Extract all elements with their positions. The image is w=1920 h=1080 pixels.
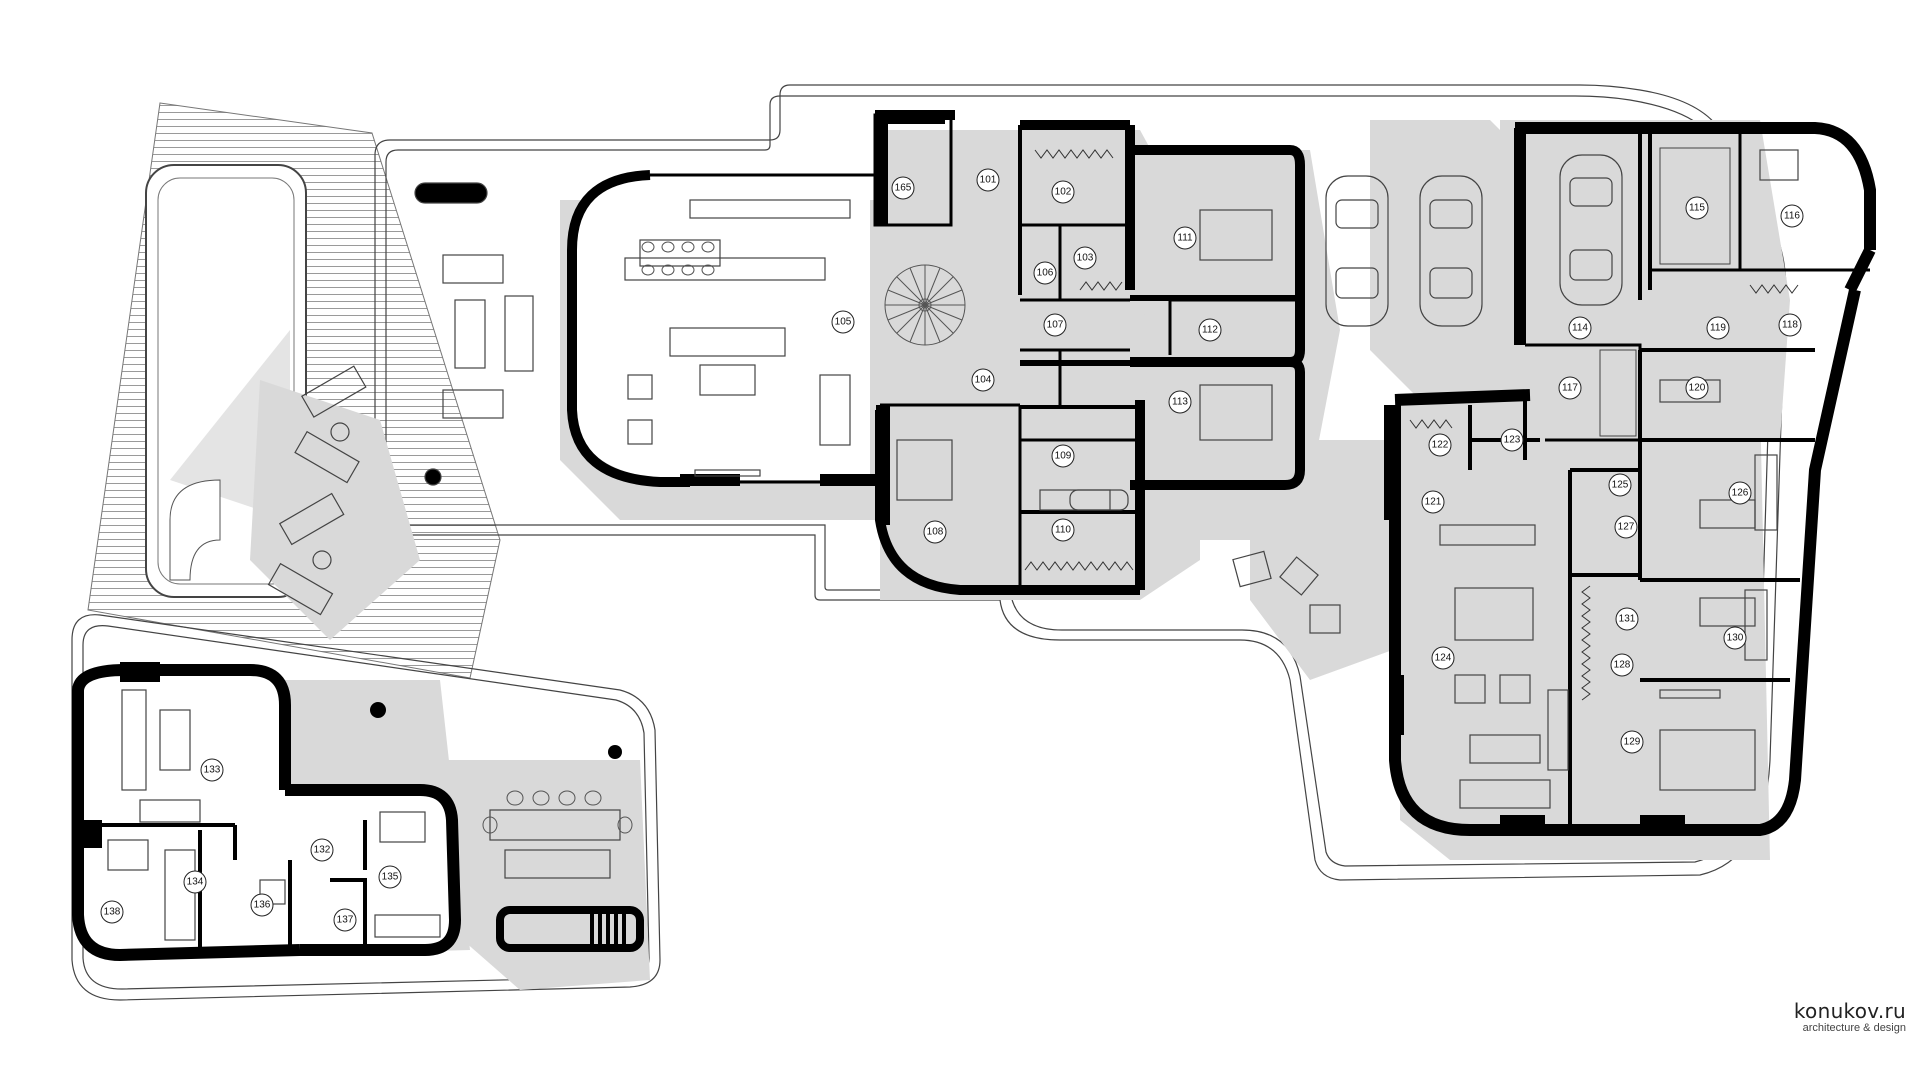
svg-text:128: 128 (1614, 660, 1631, 671)
room-tag-104: 104 (971, 368, 995, 392)
room-tag-119: 119 (1706, 316, 1730, 340)
brand-tagline: architecture & design (1802, 1022, 1906, 1034)
room-tag-112: 112 (1198, 318, 1222, 342)
svg-text:104: 104 (975, 375, 992, 386)
room-tag-121: 121 (1421, 490, 1445, 514)
room-tag-138: 138 (100, 900, 124, 924)
room-tag-131: 131 (1615, 607, 1639, 631)
svg-text:103: 103 (1077, 253, 1094, 264)
svg-text:129: 129 (1624, 737, 1641, 748)
room-tag-106: 106 (1033, 261, 1057, 285)
svg-text:102: 102 (1055, 187, 1072, 198)
svg-text:135: 135 (382, 872, 399, 883)
room-tag-108: 108 (923, 520, 947, 544)
room-tag-120: 120 (1685, 376, 1709, 400)
sw-pavilion (72, 662, 644, 962)
room-tag-122: 122 (1428, 433, 1452, 457)
room-tag-130: 130 (1723, 626, 1747, 650)
svg-text:117: 117 (1562, 383, 1578, 394)
svg-text:130: 130 (1727, 633, 1744, 644)
svg-text:134: 134 (187, 877, 204, 888)
room-tag-103: 103 (1073, 246, 1097, 270)
brand-name: konukov.ru (1793, 999, 1906, 1023)
svg-text:105: 105 (835, 317, 852, 328)
svg-text:107: 107 (1047, 320, 1064, 331)
room-tag-133: 133 (200, 758, 224, 782)
room-tag-109: 109 (1051, 444, 1075, 468)
terrace-furniture (267, 182, 534, 616)
room-tag-113: 113 (1168, 390, 1192, 414)
room-tag-129: 129 (1620, 730, 1644, 754)
room-tag-102: 102 (1051, 180, 1075, 204)
svg-text:112: 112 (1202, 325, 1218, 336)
svg-text:123: 123 (1504, 435, 1521, 446)
room-tag-124: 124 (1431, 646, 1455, 670)
room-tag-105: 105 (831, 310, 855, 334)
room-tag-114: 114 (1568, 316, 1592, 340)
main-house (567, 110, 1305, 595)
svg-text:126: 126 (1732, 488, 1749, 499)
patio-chairs (1232, 550, 1341, 634)
room-tag-165: 165 (891, 176, 915, 200)
svg-text:106: 106 (1037, 268, 1054, 279)
svg-text:122: 122 (1432, 440, 1449, 451)
svg-text:116: 116 (1784, 211, 1800, 222)
svg-text:121: 121 (1425, 497, 1442, 508)
room-tag-137: 137 (333, 908, 357, 932)
svg-text:138: 138 (104, 907, 121, 918)
svg-text:115: 115 (1689, 203, 1705, 214)
brand-credit: konukov.ru architecture & design (1794, 1000, 1906, 1035)
svg-text:108: 108 (927, 527, 944, 538)
parking-cars (1325, 175, 1483, 327)
room-tag-117: 117 (1558, 376, 1582, 400)
svg-text:137: 137 (337, 915, 354, 926)
svg-text:119: 119 (1710, 323, 1726, 334)
svg-text:124: 124 (1435, 653, 1452, 664)
room-tag-136: 136 (250, 893, 274, 917)
svg-text:127: 127 (1618, 522, 1635, 533)
svg-text:165: 165 (895, 183, 912, 194)
room-tag-132: 132 (310, 838, 334, 862)
east-house (1384, 122, 1876, 836)
svg-text:133: 133 (204, 765, 221, 776)
svg-text:111: 111 (1177, 233, 1193, 244)
room-tag-125: 125 (1608, 473, 1632, 497)
room-tag-135: 135 (378, 865, 402, 889)
room-tag-134: 134 (183, 870, 207, 894)
room-tag-111: 111 (1173, 226, 1197, 250)
room-tag-101: 101 (976, 168, 1000, 192)
room-tag-115: 115 (1685, 196, 1709, 220)
room-tag-123: 123 (1500, 428, 1524, 452)
room-tag-116: 116 (1780, 204, 1804, 228)
svg-text:125: 125 (1612, 480, 1629, 491)
svg-text:131: 131 (1619, 614, 1636, 625)
svg-text:109: 109 (1055, 451, 1072, 462)
room-tag-107: 107 (1043, 313, 1067, 337)
room-tag-118: 118 (1778, 313, 1802, 337)
room-tag-127: 127 (1614, 515, 1638, 539)
room-tags: 101 102 103 104 105 106 107 108 109 110 … (100, 168, 1804, 932)
svg-text:132: 132 (314, 845, 331, 856)
svg-text:113: 113 (1172, 397, 1188, 408)
room-tag-128: 128 (1610, 653, 1634, 677)
svg-text:101: 101 (980, 175, 997, 186)
svg-text:114: 114 (1572, 323, 1588, 334)
svg-text:118: 118 (1782, 320, 1798, 331)
svg-text:136: 136 (254, 900, 271, 911)
svg-text:120: 120 (1689, 383, 1706, 394)
room-tag-110: 110 (1051, 518, 1075, 542)
room-tag-126: 126 (1728, 481, 1752, 505)
svg-text:110: 110 (1055, 525, 1071, 536)
spiral-stair (884, 264, 966, 346)
